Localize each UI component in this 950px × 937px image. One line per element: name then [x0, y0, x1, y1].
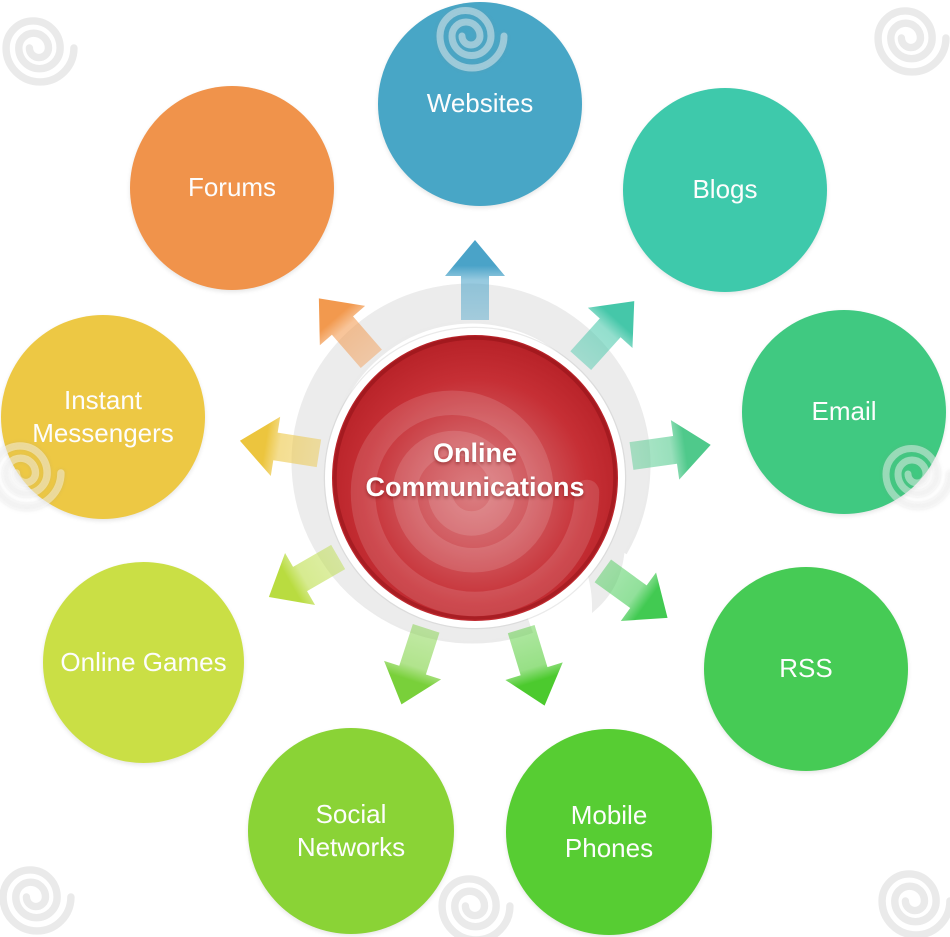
hub-label-line1: Online	[432, 438, 517, 468]
arrow-social-networks-icon	[372, 618, 455, 714]
arrow-mobile-phones-icon	[492, 620, 574, 715]
node-label-blogs: Blogs	[692, 174, 758, 205]
node-circle-online-games: Online Games	[43, 562, 244, 763]
spiral-watermark-icon	[882, 874, 950, 935]
node-circle-websites: Websites	[378, 2, 582, 206]
spiral-watermark-icon	[6, 21, 74, 82]
arrow-rss-icon	[585, 546, 686, 643]
arrow-online-games-icon	[253, 531, 354, 623]
node-label-websites: Websites	[426, 88, 534, 119]
node-circle-mobile-phones: Mobile Phones	[506, 729, 712, 935]
arrow-forums-icon	[296, 278, 394, 379]
arrow-blogs-icon	[558, 281, 657, 381]
arrow-websites-icon	[445, 240, 505, 320]
spiral-watermark-icon	[442, 879, 510, 937]
node-label-social-networks: Social Networks	[296, 798, 406, 862]
node-label-instant-messengers: Instant Messengers	[32, 384, 174, 448]
hub-label: Online Communications	[300, 437, 650, 505]
node-label-forums: Forums	[187, 172, 277, 203]
node-circle-blogs: Blogs	[623, 88, 827, 292]
node-label-online-games: Online Games	[60, 646, 227, 677]
hub-label-line2: Communications	[365, 471, 585, 502]
node-circle-social-networks: Social Networks	[248, 728, 454, 934]
node-circle-instant-messengers: Instant Messengers	[1, 315, 205, 519]
spiral-watermark-icon	[3, 870, 71, 931]
hub-ring-tail	[575, 532, 625, 613]
node-circle-rss: RSS	[704, 567, 908, 771]
node-circle-forums: Forums	[130, 86, 334, 290]
node-label-mobile-phones: Mobile Phones	[564, 799, 654, 863]
node-label-email: Email	[811, 396, 877, 427]
spiral-watermark-icon	[878, 11, 946, 72]
node-label-rss: RSS	[779, 653, 833, 684]
node-circle-email: Email	[742, 310, 946, 514]
